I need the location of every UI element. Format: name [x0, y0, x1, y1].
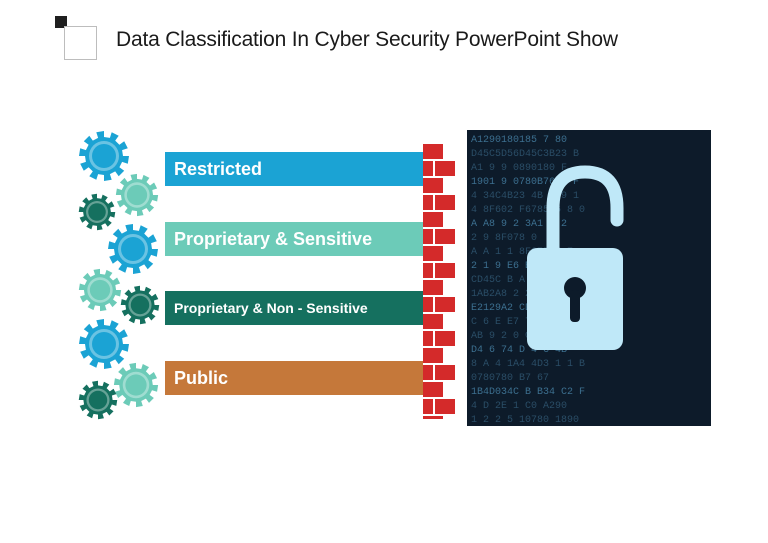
band-label: Proprietary & Sensitive	[174, 228, 373, 249]
code-row: D4 6 74 D 4 C 4B	[471, 345, 567, 356]
code-row: 1901 9 0780B76 4 F	[471, 177, 579, 188]
code-row: 1 2 2 5 10780 1890	[471, 415, 579, 426]
band-label: Restricted	[174, 158, 263, 179]
code-row: 4 34C4B23 4B B 9 1	[471, 191, 579, 202]
corner-dark-square	[55, 16, 67, 28]
code-row: 8 A 4 1A4 4D3 1 1 B	[471, 359, 585, 370]
gear-icon	[79, 319, 129, 369]
code-row: 4 8F602 F6785 6 8 0	[471, 205, 585, 216]
code-row: 1AB2A8 2 2 4 D	[471, 289, 555, 300]
band-label: Proprietary & Non - Sensitive	[174, 300, 368, 316]
gear-icon	[108, 224, 158, 274]
slide-title: Data Classification In Cyber Security Po…	[116, 28, 618, 51]
gear-icon	[78, 380, 118, 420]
code-row: A1290180185 7 80	[471, 135, 567, 146]
code-row: D45C5D56D45C3B23 B	[471, 149, 579, 160]
padlock-icon	[527, 165, 624, 350]
code-row: C 6 E E7 7 4	[471, 317, 543, 328]
gear-icon	[113, 362, 159, 408]
code-row: CD45C B A 2 8	[471, 275, 549, 286]
code-row: E2129A2 CD4 D	[471, 303, 549, 314]
gear-icon	[78, 268, 122, 312]
code-row: A1 9 9 0890180 F	[471, 163, 567, 174]
gear-icon	[120, 285, 160, 325]
code-row: A A 1 1 8F67F 7 E	[471, 247, 573, 258]
code-row: 2 1 9 E6 E 3 A 0 2	[471, 261, 579, 272]
brick-wall	[423, 143, 467, 419]
code-row: 1B4D034C B B34 C2 F	[471, 387, 585, 398]
lock-image-panel: A1290180185 7 80 D45C5D56D45C3B23 B A1 9 9…	[467, 130, 711, 426]
code-row: AB 9 2 0 C3 1 9 0	[471, 331, 573, 342]
code-row: A A8 9 2 3A1 9 2	[471, 219, 567, 230]
gear-icon	[115, 173, 159, 217]
band-public: Public	[165, 361, 425, 395]
corner-outline-square	[64, 26, 97, 60]
code-row: 2 9 8F078 0	[471, 233, 537, 244]
band-proprietary-non-sensitive: Proprietary & Non - Sensitive	[165, 291, 425, 325]
code-row: 0780780 B7 67	[471, 373, 549, 384]
band-label: Public	[174, 367, 229, 388]
gear-icon	[78, 193, 116, 231]
band-restricted: Restricted	[165, 152, 454, 186]
band-proprietary-sensitive: Proprietary & Sensitive	[165, 222, 425, 256]
code-row: 4 D 2E 1 C0 A290	[471, 401, 567, 412]
gear-icon	[79, 131, 129, 181]
